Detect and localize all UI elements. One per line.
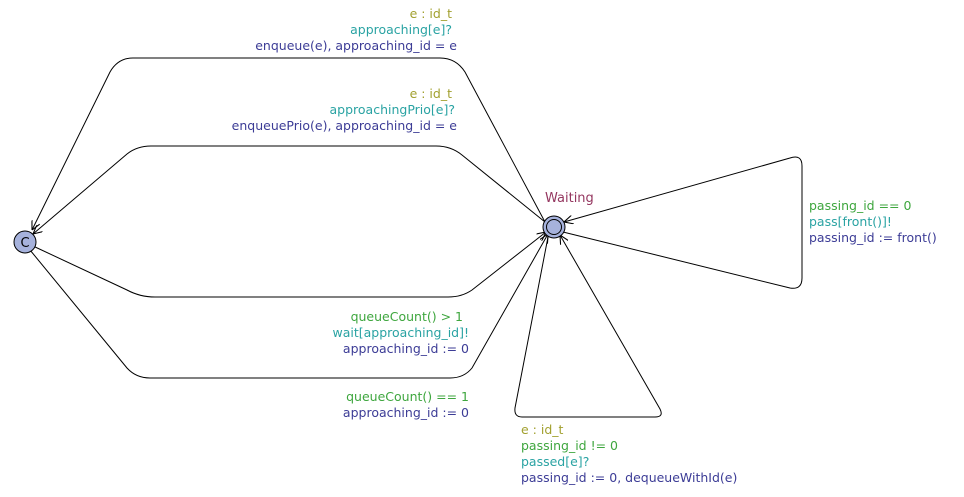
location-waiting[interactable] [542, 215, 566, 239]
label-single: queueCount() == 1 approaching_id := 0 [343, 389, 469, 420]
edge-wait[interactable] [32, 232, 546, 298]
approach-update: enqueue(e), approaching_id = e [255, 38, 457, 53]
approach-prio-select: e : id_t [410, 86, 453, 101]
approach-prio-sync: approachingPrio[e]? [330, 102, 455, 117]
single-update: approaching_id := 0 [343, 405, 469, 420]
wait-guard: queueCount() > 1 [351, 309, 463, 324]
single-guard: queueCount() == 1 [346, 389, 469, 404]
label-approach-prio: e : id_t approachingPrio[e]? enqueuePrio… [232, 86, 458, 133]
approach-sync: approaching[e]? [350, 22, 452, 37]
label-pass: passing_id == 0 pass[front()]! passing_i… [809, 198, 937, 245]
wait-update: approaching_id := 0 [343, 341, 469, 356]
passed-select: e : id_t [521, 422, 564, 437]
edge-approach-prio[interactable] [33, 145, 546, 234]
wait-sync: wait[approaching_id]! [332, 325, 469, 340]
edge-passed[interactable] [514, 235, 662, 418]
edge-pass[interactable] [563, 156, 803, 289]
pass-update: passing_id := front() [809, 230, 937, 245]
edge-approach[interactable] [32, 57, 546, 230]
location-committed[interactable]: C [13, 230, 37, 254]
pass-sync: pass[front()]! [809, 214, 892, 229]
waiting-name: Waiting [545, 191, 594, 206]
committed-mark: C [20, 236, 29, 251]
approach-prio-update: enqueuePrio(e), approaching_id = e [232, 118, 458, 133]
label-approach: e : id_t approaching[e]? enqueue(e), app… [255, 6, 457, 53]
passed-update: passing_id := 0, dequeueWithId(e) [521, 470, 737, 485]
passed-sync: passed[e]? [521, 454, 589, 469]
label-wait: queueCount() > 1 wait[approaching_id]! a… [332, 309, 469, 356]
edge-single[interactable] [29, 234, 548, 379]
pass-guard: passing_id == 0 [809, 198, 912, 213]
label-passed: e : id_t passing_id != 0 passed[e]? pass… [521, 422, 737, 485]
passed-guard: passing_id != 0 [521, 438, 618, 453]
approach-select: e : id_t [410, 6, 453, 21]
